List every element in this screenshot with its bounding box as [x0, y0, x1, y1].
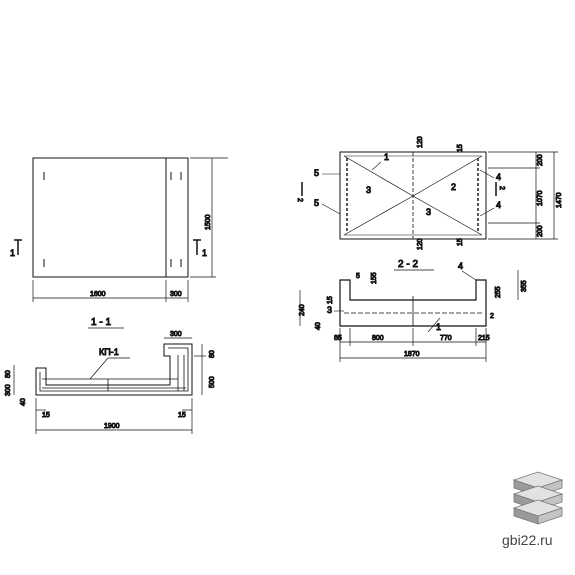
section-2-2-title: 2 - 2	[398, 259, 418, 270]
dim-1870: 1870	[404, 351, 420, 358]
dim-1070: 1070	[537, 190, 544, 206]
leader-kp1	[89, 357, 109, 380]
section-mark-2-right-label: 2	[498, 186, 505, 190]
dim-800: 800	[372, 335, 384, 342]
dim-200-top: 200	[537, 154, 544, 166]
callout-3b: 3	[426, 207, 431, 217]
dim-15-top: 15	[457, 144, 464, 152]
leader	[371, 161, 382, 171]
dim-120-top: 120	[417, 136, 424, 148]
section-mark-2-left-label: 2	[296, 198, 303, 202]
section-1-1-inner	[39, 347, 189, 392]
dim-770: 770	[440, 335, 452, 342]
part-label-kp1: КП-1	[99, 347, 119, 357]
diag	[343, 195, 414, 236]
callout-4b: 4	[496, 200, 501, 210]
section-mark-left-label: 1	[10, 248, 15, 258]
callout-2: 2	[451, 182, 456, 192]
dim-1470: 1470	[556, 192, 563, 208]
dim-300-left: 300	[5, 384, 12, 396]
callout-1: 1	[436, 322, 441, 332]
callout-3: 3	[327, 305, 332, 315]
section-2-2: 2 - 2 4 5 3 1 2 155 15 240 40 355 255 85…	[299, 259, 529, 362]
dim-215: 215	[478, 335, 490, 342]
dim-155: 155	[371, 272, 378, 284]
callout-4a: 4	[496, 172, 501, 182]
dim-15: 15	[327, 296, 334, 304]
dim-15-bot: 15	[457, 238, 464, 246]
dim-200-bot: 200	[537, 225, 544, 237]
gbi-logo-icon	[512, 471, 564, 525]
dim-15-right: 15	[178, 412, 186, 419]
plan-right: 1 2 3 3 4 4 5 5 2 2 120 15 120 15 200 10…	[296, 136, 564, 251]
section-mark-left	[14, 239, 22, 255]
section-mark-right-label: 1	[202, 248, 207, 258]
watermark-text: gbi22.ru	[502, 532, 553, 548]
diag	[412, 195, 483, 236]
dim-40: 40	[315, 322, 322, 330]
plan-left: 1 1 1600 300 1500	[10, 157, 228, 302]
dim-500: 500	[209, 376, 216, 388]
callout-5a: 5	[314, 168, 319, 178]
dim-1900: 1900	[104, 423, 120, 430]
dim-300: 300	[170, 291, 182, 298]
callout-4: 4	[458, 261, 463, 271]
dim-255: 255	[495, 286, 502, 298]
dim-120-bot: 120	[417, 238, 424, 250]
leader	[461, 270, 477, 281]
leader	[321, 203, 341, 215]
section-1-1-title: 1 - 1	[91, 317, 111, 328]
callout-1: 1	[384, 152, 389, 162]
dim-80-left: 80	[5, 370, 12, 378]
callout-3a: 3	[366, 185, 371, 195]
callout-5b: 5	[314, 198, 319, 208]
diag	[412, 155, 483, 197]
callout-5: 5	[356, 273, 360, 280]
callout-2: 2	[490, 313, 494, 320]
diag	[343, 155, 414, 197]
leader	[479, 207, 495, 217]
dim-40-left: 40	[20, 398, 27, 406]
section-1-1: 1 - 1 КП-1 300 80 500 80 300 40 15 15	[5, 317, 217, 434]
dim-80-right: 80	[209, 350, 216, 358]
leader	[479, 169, 495, 179]
plan-left-outline	[32, 157, 189, 278]
dim-1600: 1600	[90, 291, 106, 298]
dim-355: 355	[521, 280, 528, 292]
leader	[427, 317, 441, 333]
dim-1500: 1500	[205, 214, 212, 230]
section-mark-right	[193, 239, 201, 255]
dim-240: 240	[299, 304, 306, 316]
dim-85: 85	[334, 335, 342, 342]
dim-300: 300	[170, 331, 182, 338]
dim-15-left: 15	[42, 412, 50, 419]
